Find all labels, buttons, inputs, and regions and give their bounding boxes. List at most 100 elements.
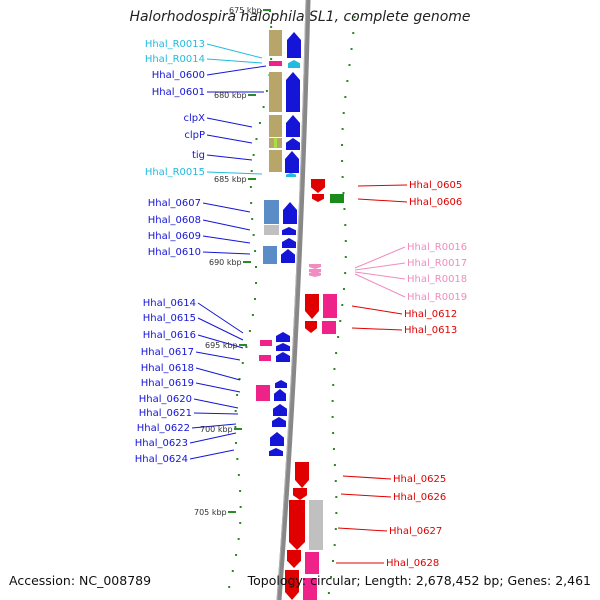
- reverse-gene-arrow: [312, 194, 324, 202]
- label-leader: [206, 65, 267, 76]
- gene-label-hhal_0607: Hhal_0607: [148, 198, 201, 209]
- gc-marker: [344, 240, 347, 242]
- gc-marker: [339, 320, 342, 322]
- feature-labels: Hhal_R0013Hhal_R0014Hhal_0600Hhal_0601cl…: [135, 39, 467, 569]
- gene-label-hhal_r0017: Hhal_R0017: [407, 258, 467, 269]
- gene-label-hhal_r0018: Hhal_R0018: [407, 274, 467, 285]
- forward-gene-arrow: [286, 72, 300, 112]
- map-title: Halorhodospira halophila SL1, complete g…: [129, 9, 471, 25]
- gc-marker: [344, 256, 347, 258]
- label-leader: [202, 202, 251, 213]
- gc-marker: [341, 128, 344, 130]
- gc-marker: [270, 26, 273, 28]
- gc-marker: [342, 192, 345, 194]
- cog-block: [330, 194, 344, 203]
- label-leader: [354, 273, 406, 298]
- gc-marker: [258, 122, 261, 124]
- gene-label-hhal_0610: Hhal_0610: [148, 247, 201, 258]
- backbone-line: [276, 0, 311, 600]
- label-leader: [193, 398, 239, 409]
- label-leader: [357, 198, 408, 203]
- reverse-gene-arrow: [295, 462, 309, 488]
- label-leader: [354, 262, 406, 271]
- gene-label-hhal_0612: Hhal_0612: [404, 309, 457, 320]
- label-leader: [195, 367, 241, 381]
- gc-marker: [238, 378, 241, 380]
- gc-marker: [334, 480, 337, 482]
- topology-text: Topology: circular; Length: 2,678,452 bp…: [247, 573, 591, 588]
- gc-marker: [341, 304, 344, 306]
- gc-marker: [254, 250, 257, 252]
- kbp-tick-label: 685 kbp: [214, 175, 247, 184]
- gc-marker: [231, 570, 234, 572]
- gc-marker: [335, 496, 338, 498]
- gene-label-hhal_0613: Hhal_0613: [404, 325, 457, 336]
- gene-label-hhal_0605: Hhal_0605: [409, 180, 462, 191]
- gc-marker: [344, 272, 347, 274]
- gene-label-clpp: clpP: [184, 130, 205, 141]
- gene-label-hhal_0626: Hhal_0626: [393, 492, 446, 503]
- forward-gene-arrow: [276, 352, 290, 362]
- gc-marker: [254, 266, 257, 268]
- gc-marker: [251, 218, 254, 220]
- label-leader: [193, 412, 239, 415]
- cog-block: [305, 552, 319, 574]
- gc-marker: [342, 112, 345, 114]
- gc-marker: [353, 16, 356, 18]
- gc-marker: [250, 202, 253, 204]
- gc-marker: [237, 474, 240, 476]
- forward-gene-arrow: [281, 249, 295, 263]
- gc-marker: [241, 362, 244, 364]
- gc-marker: [332, 560, 335, 562]
- gc-marker: [333, 544, 336, 546]
- label-leader: [357, 184, 408, 187]
- forward-gene-arrow: [286, 138, 300, 150]
- label-leader: [351, 327, 403, 331]
- reverse-gene-arrow: [285, 570, 299, 600]
- gc-marker: [332, 448, 335, 450]
- gene-label-hhal_0614: Hhal_0614: [143, 298, 196, 309]
- label-leader: [342, 475, 392, 480]
- cog-track: [256, 30, 344, 600]
- label-leader: [337, 527, 388, 532]
- kbp-tick-label: 695 kbp: [205, 341, 238, 350]
- gene-label-hhal_0622: Hhal_0622: [137, 423, 190, 434]
- gc-marker: [334, 528, 337, 530]
- gene-label-hhal_r0019: Hhal_R0019: [407, 292, 467, 303]
- kbp-tick-label: 700 kbp: [200, 425, 233, 434]
- label-leaders: [189, 43, 408, 564]
- gc-marker: [262, 106, 265, 108]
- label-leader: [191, 423, 237, 429]
- label-leader: [202, 219, 251, 231]
- label-leader: [206, 171, 263, 175]
- gc-marker: [255, 138, 258, 140]
- forward-gene-arrow: [286, 115, 300, 137]
- gene-label-clpx: clpX: [184, 113, 206, 124]
- forward-gene-arrow: [269, 448, 283, 456]
- reverse-gene-arrow: [311, 179, 325, 193]
- gene-label-hhal_0601: Hhal_0601: [152, 87, 205, 98]
- gc-skew-track: [228, 10, 356, 594]
- gc-marker: [245, 346, 248, 348]
- gene-label-hhal_0620: Hhal_0620: [139, 394, 192, 405]
- cog-block: [309, 500, 323, 550]
- reverse-gene-arrow: [305, 294, 319, 319]
- forward-gene-arrow: [285, 151, 299, 173]
- gc-marker: [237, 538, 240, 540]
- cog-block: [263, 246, 277, 264]
- forward-gene-arrow: [270, 432, 284, 446]
- accession-text: Accession: NC_008789: [9, 573, 152, 588]
- gene-label-hhal_0608: Hhal_0608: [148, 215, 201, 226]
- gene-label-hhal_0623: Hhal_0623: [135, 438, 188, 449]
- gc-marker: [234, 426, 237, 428]
- cog-block: [256, 385, 270, 401]
- gc-marker: [250, 170, 253, 172]
- gc-marker: [270, 58, 273, 60]
- cog-block: [269, 30, 282, 56]
- gc-marker: [249, 186, 252, 188]
- gene-label-hhal_0606: Hhal_0606: [409, 197, 462, 208]
- gc-marker: [251, 314, 254, 316]
- label-leader: [340, 493, 392, 498]
- gc-marker: [239, 506, 242, 508]
